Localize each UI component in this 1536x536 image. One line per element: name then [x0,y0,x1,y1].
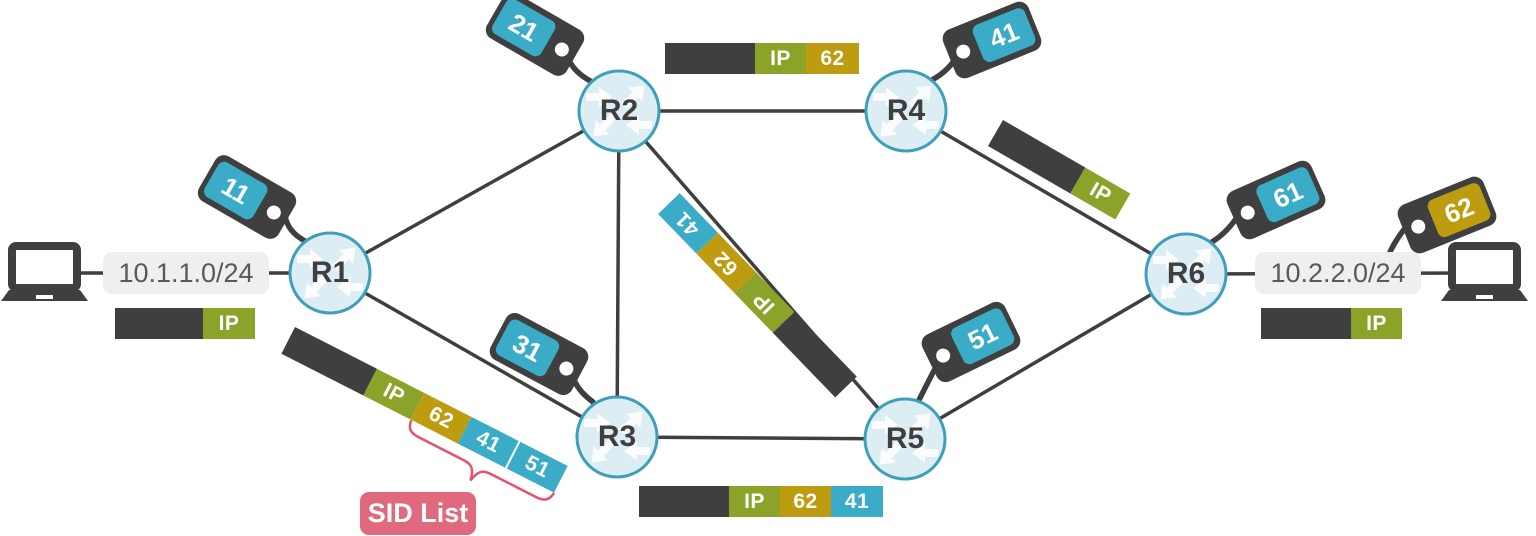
router-r6: R6 [1144,232,1228,316]
router-label-r6: R6 [1166,257,1206,290]
router-r4: R4 [864,69,948,153]
packet-ip-header: IP [729,486,780,517]
laptop-icon-right [1441,242,1528,301]
packet-ip-header: IP [755,43,806,74]
router-label-r2: R2 [599,94,639,127]
router-icon [577,69,661,153]
packet-r2-r4: IP 62 [665,43,859,74]
network-prefix-left: 10.1.1.0/24 [103,252,269,294]
router-label-r5: R5 [885,422,925,455]
link-r1-r3 [329,271,618,439]
sid-label-62: 62 [780,486,831,517]
link-r4-r6 [905,109,1187,276]
packet-ip-header: IP [1351,308,1402,339]
tag-hole [954,42,973,61]
tag-hole [264,202,284,223]
packet-payload [639,486,729,517]
router-r3: R3 [575,395,659,479]
router-icon [864,69,948,153]
tag-hole [1238,203,1257,222]
network-prefix-right: 10.2.2.0/24 [1255,252,1421,294]
packet-payload [115,308,203,339]
laptop-icon-left [1,242,88,301]
tag-hole [556,359,576,379]
router-icon [288,231,372,315]
tag-hole [1409,217,1428,236]
router-icon [575,395,659,479]
router-label-r3: R3 [597,420,637,453]
router-r2: R2 [577,69,661,153]
tag-hole [933,346,953,365]
router-icon [1144,232,1228,316]
link-r2-r5 [617,109,907,441]
sid-label-41: 41 [831,486,883,517]
tag-hole [552,39,572,60]
packet-left-access: IP [115,308,255,339]
router-label-r4: R4 [886,94,926,127]
link-r3-r5 [616,435,906,441]
sid-list-annotation: SID List [360,492,476,535]
packet-ip-header: IP [203,308,255,339]
router-r5: R5 [863,397,947,481]
router-icon [863,397,947,481]
packet-right-access: IP [1261,308,1402,339]
link-r1-r2 [329,109,620,275]
sid-list-brace [408,419,555,501]
link-r5-r6 [904,272,1187,441]
packet-payload [1261,308,1351,339]
link-r2-r3 [615,110,621,438]
packet-payload [665,43,755,74]
sid-label-62: 62 [806,43,859,74]
packet-r3-r5: IP 62 41 [639,486,883,517]
router-label-r1: R1 [310,256,350,289]
router-r1: R1 [288,231,372,315]
